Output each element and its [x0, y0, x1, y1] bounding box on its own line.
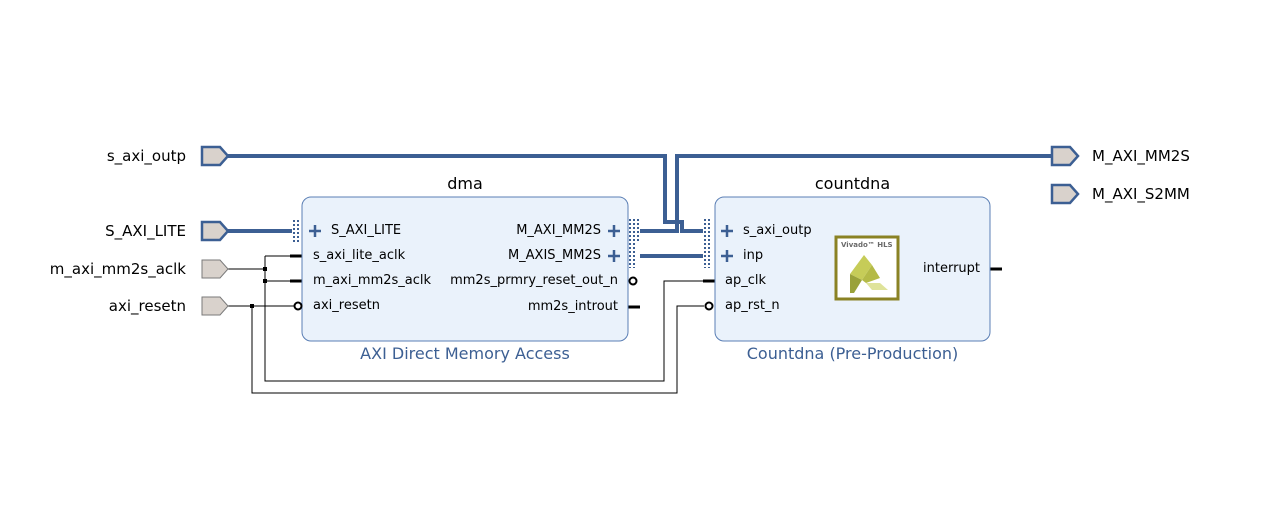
port-axi-resetn[interactable]: [201, 296, 229, 316]
bubble-ap-rst-n[interactable]: [704, 301, 714, 311]
wire-junctions: [250, 267, 267, 308]
junction-dot: [250, 304, 254, 308]
port-label-m-axi-mm2s: M_AXI_MM2S: [1092, 147, 1190, 165]
vivado-hls-logo-text: Vivado™ HLS: [841, 241, 893, 249]
countdna-pin-inp: inp: [743, 248, 764, 263]
plus-icon[interactable]: [309, 225, 321, 237]
bubble-axi-resetn[interactable]: [293, 301, 303, 311]
dma-pin-mm2s-prmry-reset-out-n: mm2s_prmry_reset_out_n: [450, 273, 618, 288]
wire-reset-to-ap-rst-n[interactable]: [251, 305, 704, 394]
active-low-bubbles: [293, 276, 714, 311]
bus-wires: [228, 154, 1052, 258]
countdna-pin-s-axi-outp: s_axi_outp: [743, 223, 812, 238]
dma-pin-m-axi-mm2s-aclk: m_axi_mm2s_aclk: [313, 273, 432, 288]
dma-pin-m-axis-mm2s: M_AXIS_MM2S: [507, 248, 601, 263]
dma-pin-m-axi-mm2s: M_AXI_MM2S: [516, 223, 601, 238]
external-ports: [200, 145, 1080, 316]
bus-m-axi-mm2s[interactable]: [640, 154, 1052, 233]
dma-instance-name: dma: [447, 174, 483, 193]
countdna-instance-name: countdna: [814, 174, 891, 193]
port-m-axi-mm2s[interactable]: [1050, 145, 1080, 167]
port-s-axi-outp[interactable]: [200, 145, 230, 167]
port-label-m-axi-s2mm: M_AXI_S2MM: [1092, 185, 1190, 203]
dma-pin-axi-resetn: axi_resetn: [313, 298, 380, 313]
plus-icon[interactable]: [608, 250, 620, 262]
vivado-hls-logo: [834, 235, 900, 301]
dma-pin-s-axi-lite: S_AXI_LITE: [331, 223, 402, 238]
countdna-ip-name: Countdna (Pre-Production): [746, 344, 959, 363]
expand-icons: [309, 225, 733, 262]
junction-dot: [263, 279, 267, 283]
port-label-s-axi-lite: S_AXI_LITE: [105, 222, 186, 240]
plus-icon[interactable]: [721, 225, 733, 237]
dma-block[interactable]: [301, 196, 629, 342]
dma-pin-mm2s-introut: mm2s_introut: [527, 299, 618, 314]
clock-reset-wires: [228, 255, 706, 394]
port-m-axi-mm2s-aclk[interactable]: [201, 259, 229, 279]
bubble-mm2s-prmry-reset-out-n[interactable]: [628, 276, 638, 286]
port-label-m-axi-mm2s-aclk: m_axi_mm2s_aclk: [49, 260, 186, 278]
plus-icon[interactable]: [608, 225, 620, 237]
dma-ip-name: AXI Direct Memory Access: [360, 344, 570, 363]
countdna-pin-ap-rst-n: ap_rst_n: [725, 298, 780, 313]
bus-interface-markers: [293, 219, 710, 268]
countdna-pin-ap-clk: ap_clk: [725, 273, 767, 288]
plus-icon[interactable]: [721, 250, 733, 262]
junction-dot: [263, 267, 267, 271]
port-label-s-axi-outp: s_axi_outp: [106, 147, 186, 165]
wire-clock-to-ap-clk[interactable]: [264, 256, 706, 382]
port-m-axi-s2mm[interactable]: [1050, 183, 1080, 205]
countdna-pin-interrupt: interrupt: [923, 261, 980, 276]
bus-s-axi-outp[interactable]: [228, 154, 703, 233]
port-label-axi-resetn: axi_resetn: [108, 297, 186, 315]
pin-stubs: [290, 254, 1002, 309]
port-s-axi-lite[interactable]: [200, 220, 230, 242]
dma-pin-s-axi-lite-aclk: s_axi_lite_aclk: [313, 248, 406, 263]
